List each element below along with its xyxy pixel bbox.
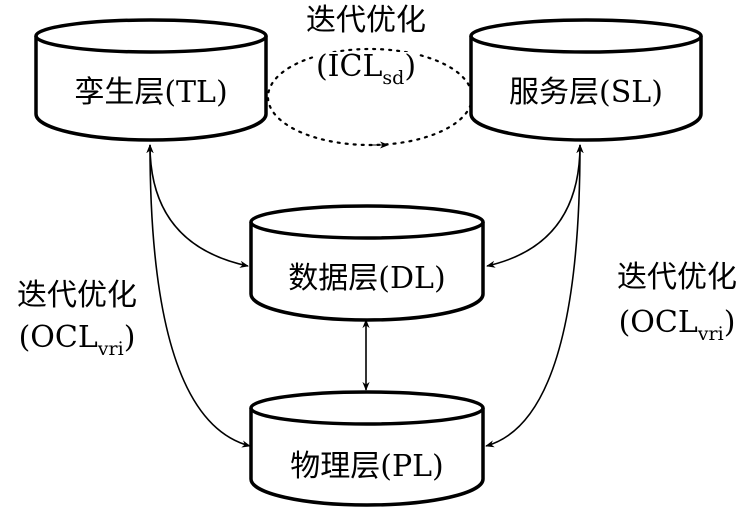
arrow-tl-pl [146,144,251,448]
arrow-sl-pl [485,144,584,448]
edge-sub-left: (OCLvri) [19,320,136,360]
node-label-dl: 数据层(DL) [288,261,445,296]
edge-sub-right: (OCLvri) [619,305,736,345]
edge-label-left: 迭代优化 (OCLvri) [17,278,137,360]
arrow-sl-dl [486,144,584,268]
edge-title-left: 迭代优化 [17,278,137,313]
node-data-layer: 数据层(DL) [249,204,485,322]
edge-title-top: 迭代优化 [306,3,426,38]
edge-label-right: 迭代优化 (OCLvri) [617,260,737,345]
node-label-pl: 物理层(PL) [290,449,444,484]
node-label-sl: 服务层(SL) [509,75,663,110]
node-label-tl: 孪生层(TL) [74,75,227,110]
node-service-layer: 服务层(SL) [469,18,703,142]
edge-label-top: 迭代优化 (ICLsd) [306,3,426,89]
arrow-tl-dl [146,144,249,268]
edge-title-right: 迭代优化 [617,260,737,295]
label-mask [315,52,417,80]
edge-sub-top: (ICLsd) [316,49,416,89]
node-twin-layer: 孪生层(TL) [34,18,268,142]
node-physical-layer: 物理层(PL) [249,390,485,507]
